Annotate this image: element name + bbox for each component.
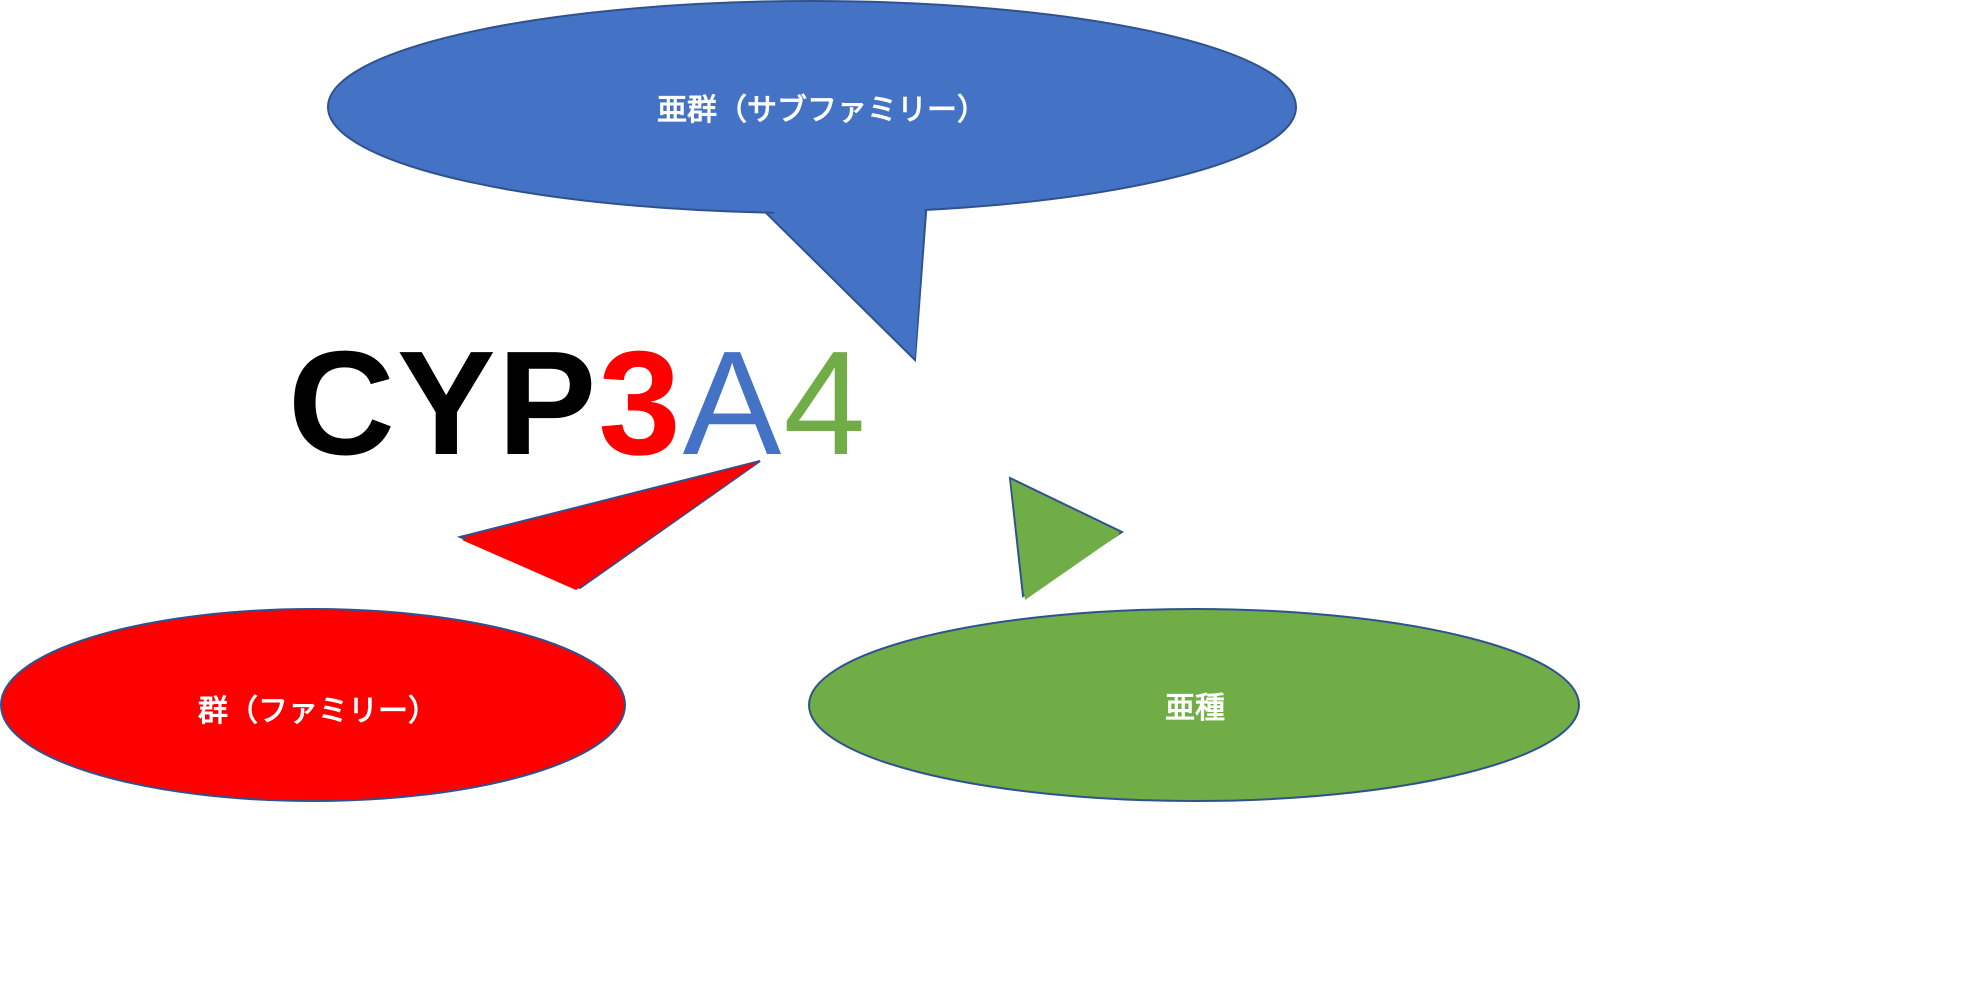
subfamily-callout	[327, 0, 1297, 363]
family-label: 群（ファミリー）	[198, 694, 438, 729]
subfamily-label: 亜群（サブファミリー）	[657, 93, 987, 128]
subtype-label: 亜種	[1165, 691, 1225, 726]
family-callout	[0, 460, 761, 802]
title-part-subfamily: A	[682, 321, 784, 486]
title-part-cyp: CYP	[288, 321, 599, 486]
subtype-callout	[808, 476, 1580, 802]
title-part-subtype: 4	[783, 321, 868, 486]
cyp3a4-title: CYP3A4	[288, 330, 868, 478]
title-part-family: 3	[598, 321, 683, 486]
